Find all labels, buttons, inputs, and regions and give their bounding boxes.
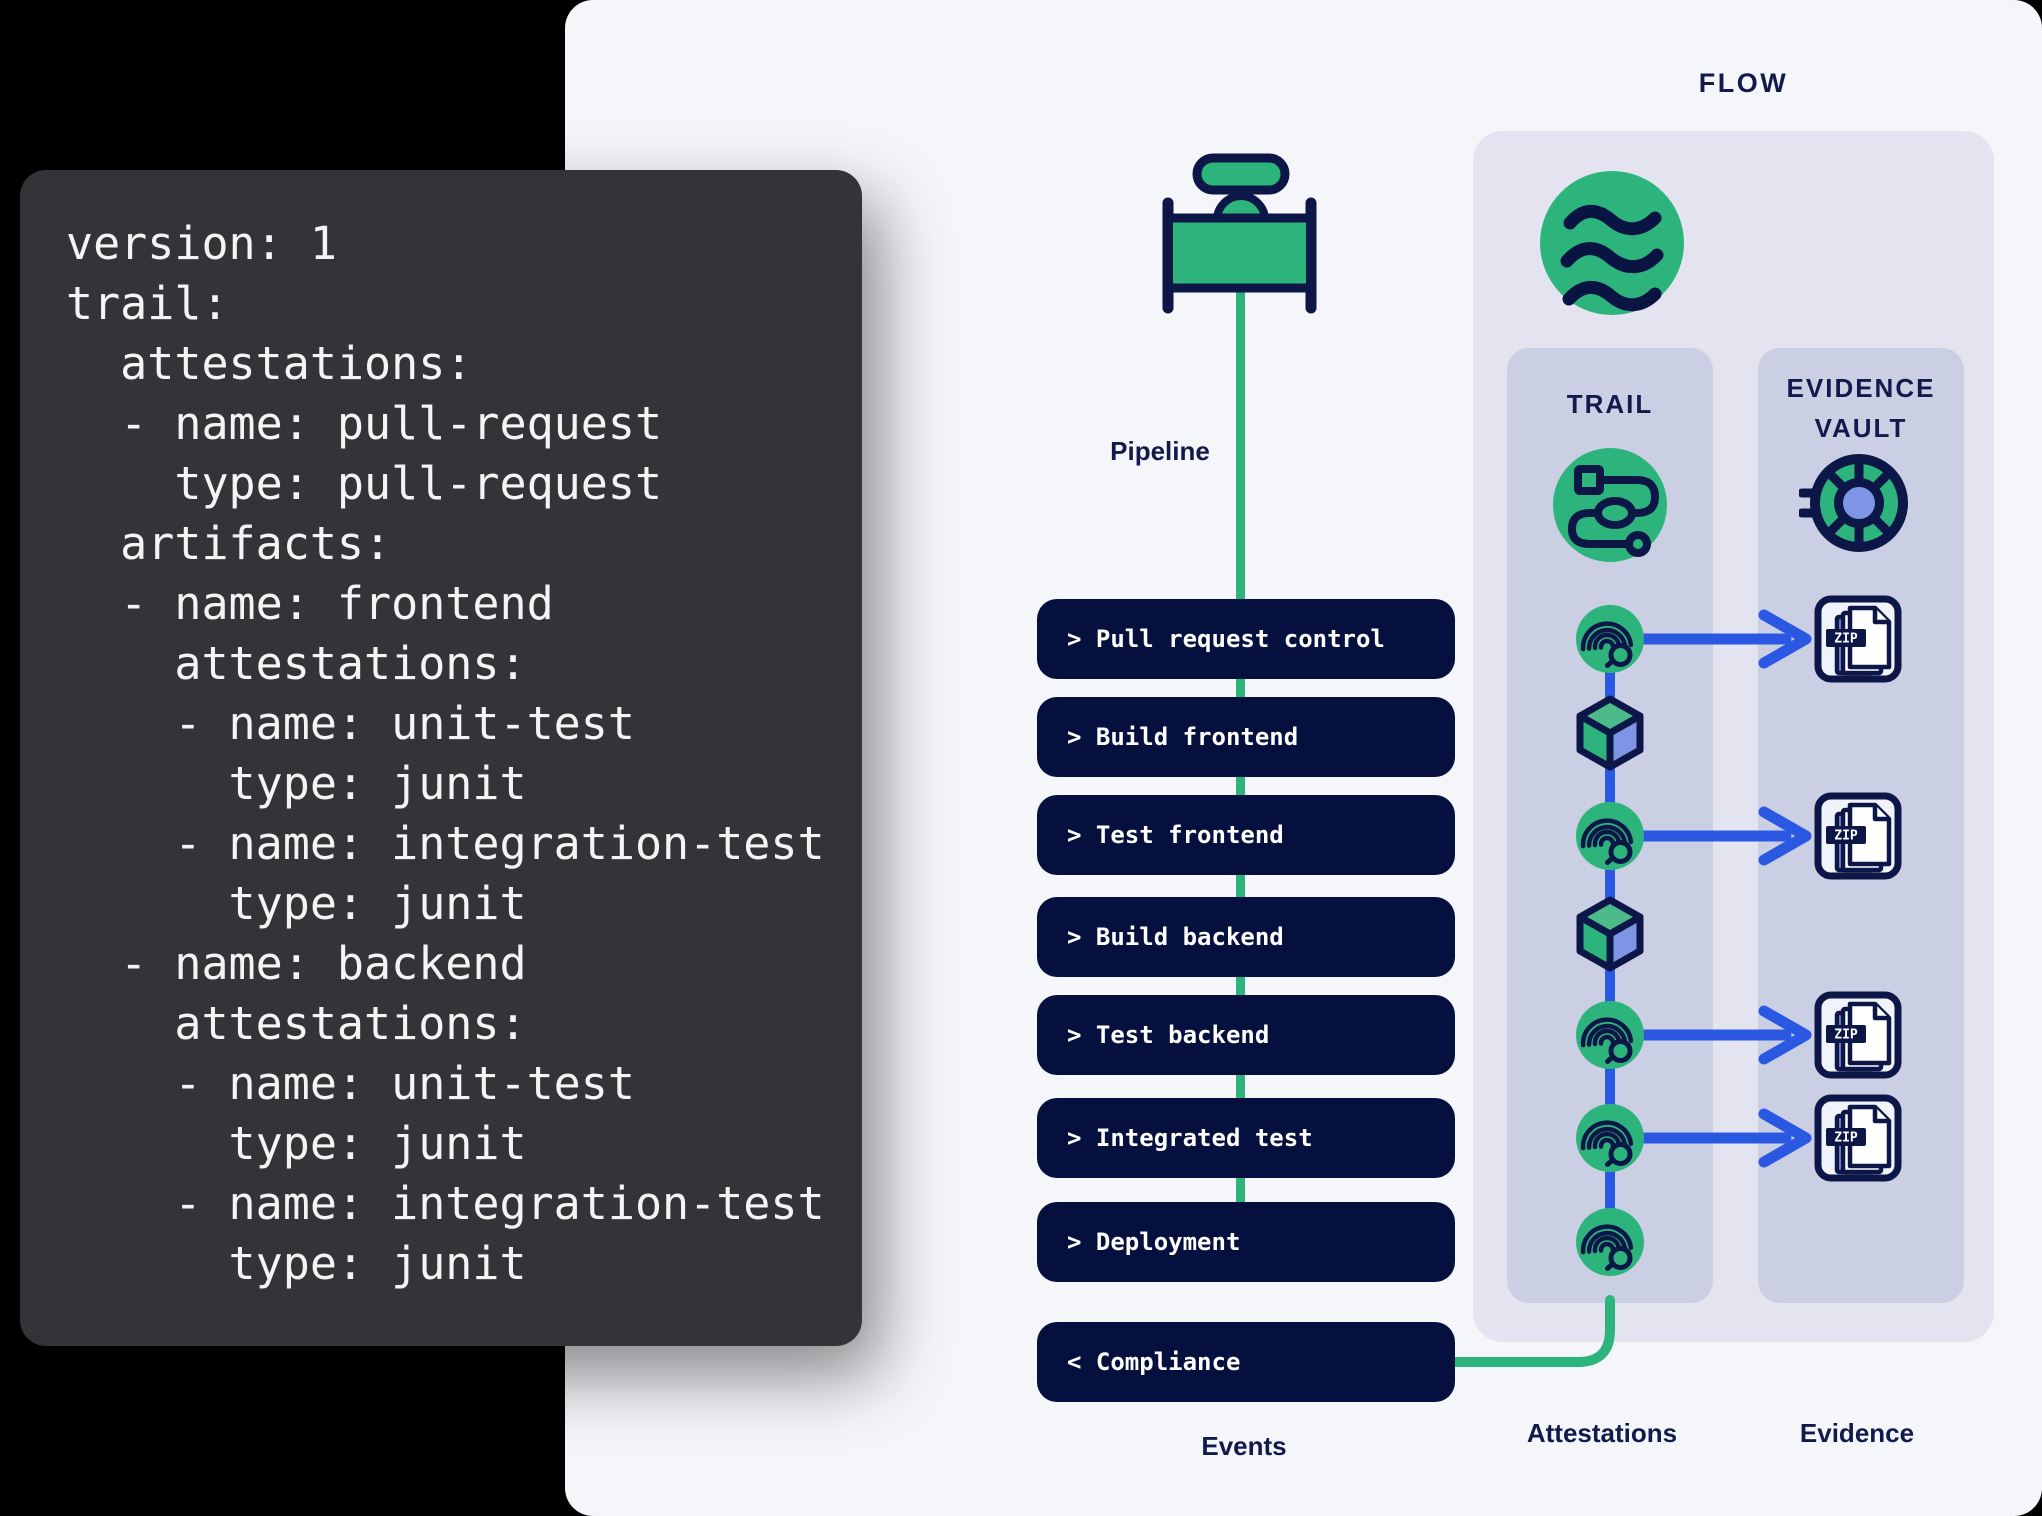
attestations-label: Attestations	[1526, 1418, 1678, 1448]
zip-label: ZIP	[1834, 829, 1858, 844]
event-button-build-backend[interactable]: > Build backend	[1037, 897, 1455, 977]
code-panel: version: 1 trail: attestations: - name: …	[20, 170, 862, 1346]
event-button-compliance[interactable]: < Compliance	[1037, 1322, 1455, 1402]
zip-evidence-icon: ZIP	[1814, 595, 1902, 683]
evidence-arrow	[1640, 607, 1815, 671]
fingerprint-icon	[1576, 802, 1644, 870]
zip-label: ZIP	[1834, 1131, 1858, 1146]
trail-title: TRAIL	[1566, 389, 1654, 419]
evidence-vault-title-line1: EVIDENCE	[1786, 373, 1936, 403]
zip-label: ZIP	[1834, 1028, 1858, 1043]
events-label: Events	[1201, 1431, 1287, 1461]
flow-title: FLOW	[1698, 68, 1789, 98]
evidence-arrow	[1640, 1003, 1815, 1067]
event-button-test-frontend[interactable]: > Test frontend	[1037, 795, 1455, 875]
valve-icon	[1158, 148, 1322, 318]
zip-evidence-icon: ZIP	[1814, 991, 1902, 1079]
evidence-label: Evidence	[1799, 1418, 1915, 1448]
zip-label: ZIP	[1834, 632, 1858, 647]
pipeline-label: Pipeline	[1110, 436, 1210, 466]
yaml-code: version: 1 trail: attestations: - name: …	[66, 217, 825, 1290]
event-button-pull-request-control[interactable]: > Pull request control	[1037, 599, 1455, 679]
evidence-vault-title: EVIDENCE VAULT	[1758, 368, 1964, 448]
evidence-vault-title-line2: VAULT	[1814, 413, 1908, 443]
evidence-arrow	[1640, 804, 1815, 868]
fingerprint-icon	[1576, 1208, 1644, 1276]
route-icon	[1553, 448, 1667, 562]
zip-evidence-icon: ZIP	[1814, 1094, 1902, 1182]
cube-icon	[1575, 895, 1645, 973]
fingerprint-icon	[1576, 605, 1644, 673]
event-button-test-backend[interactable]: > Test backend	[1037, 995, 1455, 1075]
vault-dial-icon	[1799, 447, 1919, 559]
event-button-deployment[interactable]: > Deployment	[1037, 1202, 1455, 1282]
compliance-connector-line	[1440, 1290, 1640, 1380]
event-button-integrated-test[interactable]: > Integrated test	[1037, 1098, 1455, 1178]
fingerprint-icon	[1576, 1104, 1644, 1172]
zip-evidence-icon: ZIP	[1814, 792, 1902, 880]
evidence-arrow	[1640, 1106, 1815, 1170]
cube-icon	[1575, 694, 1645, 772]
event-button-build-frontend[interactable]: > Build frontend	[1037, 697, 1455, 777]
fingerprint-icon	[1576, 1001, 1644, 1069]
waves-icon	[1540, 171, 1684, 315]
